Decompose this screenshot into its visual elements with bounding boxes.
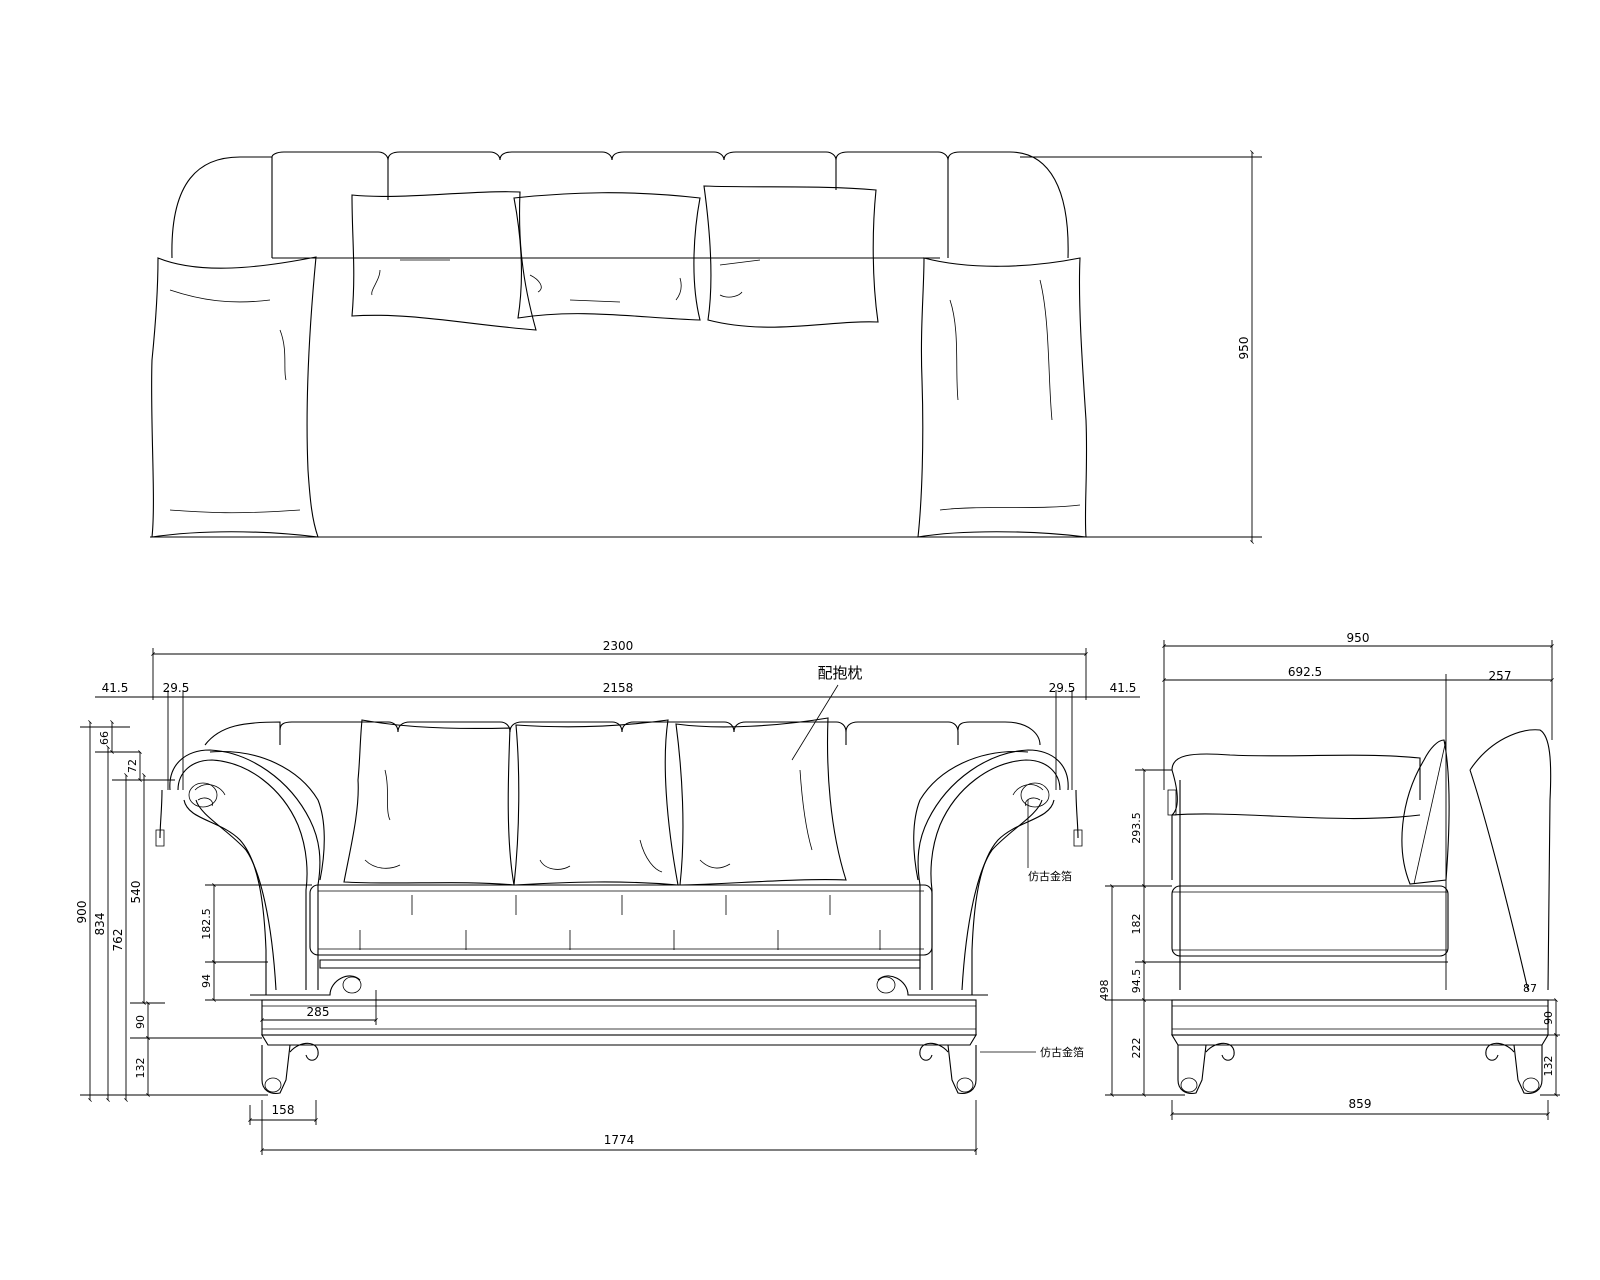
side-view: 950 692.5 257 [1098,631,1560,1120]
side-seat-cushion [1171,885,1548,1001]
top-left-pillow [151,256,319,538]
front-left-arm [155,749,362,996]
top-back-pillow-3 [703,185,879,328]
side-dim-94-5: 94.5 [1130,969,1143,994]
side-back-depth: 257 [1489,669,1512,683]
front-dim-158: 158 [272,1103,295,1117]
front-right-outer: 41.5 [1110,681,1137,695]
front-left-leg [261,1042,319,1094]
side-dim-87: 87 [1523,982,1537,995]
front-pillow-3 [675,717,847,886]
top-view: 950 [150,150,1262,544]
front-pillow-1 [343,719,515,886]
front-height-900: 900 [75,901,89,924]
front-height-834: 834 [93,913,107,936]
side-overall-depth: 950 [1347,631,1370,645]
side-seat-depth: 692.5 [1288,665,1322,679]
gold-note-arm: 仿古金箔 [1028,869,1072,883]
front-leg-span: 1774 [604,1133,635,1147]
top-back-pillow-2 [513,192,701,321]
front-height-dimensions: 900 834 762 540 66 72 90 132 [75,720,268,1102]
front-dim-132: 132 [134,1058,147,1079]
front-seat-cushion [309,884,933,969]
side-dim-90: 90 [1542,1011,1555,1025]
front-height-540: 540 [129,881,143,904]
front-dim-66: 66 [98,731,111,745]
top-depth-label: 950 [1237,337,1251,360]
side-dim-222: 222 [1130,1038,1143,1059]
front-inner-width: 2158 [603,681,634,695]
pillow-note: 配抱枕 [817,664,862,682]
front-left-inner: 29.5 [163,681,190,695]
front-base [261,999,977,1046]
top-back-panels [171,151,1069,259]
front-right-leg [919,1042,977,1094]
top-depth-dimension: 950 [1020,150,1262,544]
top-right-pillow [917,257,1088,538]
top-back-pillow-1 [351,191,537,331]
front-left-outer: 41.5 [102,681,129,695]
front-right-arm [876,749,1083,996]
front-height-762: 762 [111,929,125,952]
side-dim-182: 182 [1130,914,1143,935]
side-leg-span: 859 [1349,1097,1372,1111]
side-dim-498: 498 [1098,980,1111,1001]
front-dim-90: 90 [134,1015,147,1029]
side-dim-293-5: 293.5 [1130,812,1143,844]
front-dim-72: 72 [126,759,139,773]
front-cushion-dimensions: 182.5 94 [200,883,312,1002]
side-base [1171,999,1549,1094]
side-arm [1167,753,1421,990]
side-back [1401,729,1552,991]
side-right-dimensions: 87 90 132 [1508,982,1560,1097]
side-bottom-dimension: 859 [1170,1097,1550,1120]
side-height-dimensions: 293.5 182 94.5 498 222 [1098,768,1185,1097]
front-overall-width: 2300 [603,639,634,653]
side-dim-132: 132 [1542,1056,1555,1077]
front-cushion-182-5: 182.5 [200,908,213,940]
front-back-panels [204,721,1041,746]
front-cushion-94: 94 [200,974,213,988]
front-dim-285: 285 [307,1005,330,1019]
gold-note-leg: 仿古金箔 [1040,1045,1084,1059]
front-pillow-2 [513,719,679,886]
front-bottom-dimensions: 285 158 1774 [248,990,978,1155]
front-view: 2300 41.5 29.5 2158 29.5 41.5 [75,639,1140,1155]
front-right-inner: 29.5 [1049,681,1076,695]
